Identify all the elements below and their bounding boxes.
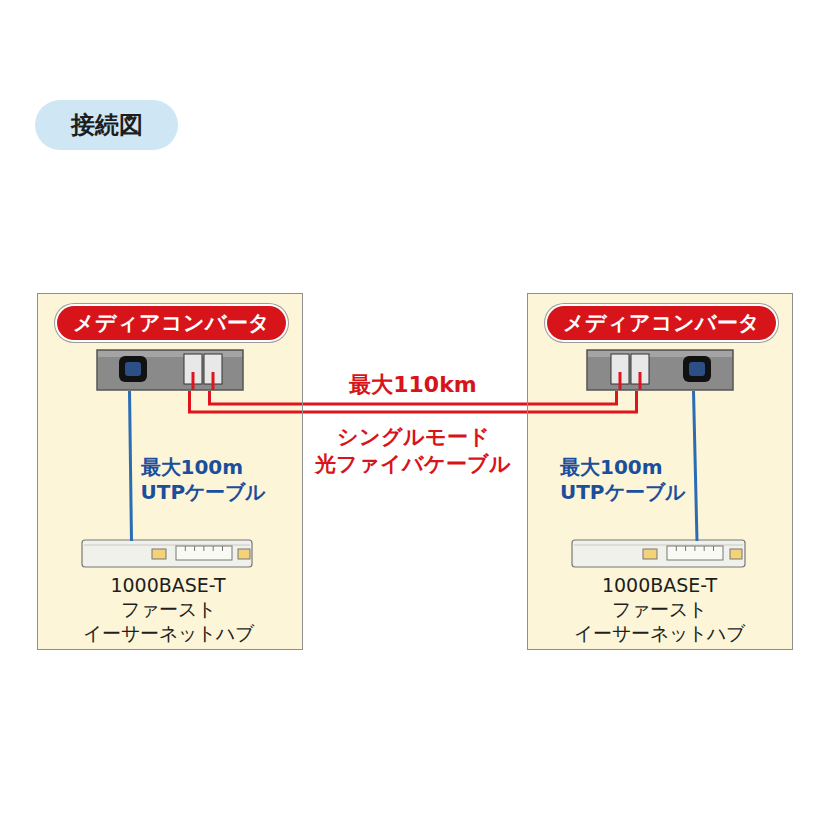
port-tick — [713, 546, 714, 551]
cable-label: 最大100m UTPケーブル — [560, 455, 685, 505]
port-tick — [185, 546, 186, 551]
hub-caption: 1000BASE-T ファースト イーサーネットハブ — [574, 573, 745, 645]
port-tick — [694, 546, 695, 551]
cable-strand — [210, 391, 617, 404]
utp-cable — [694, 391, 698, 541]
cable-strand — [694, 391, 698, 541]
port-tick — [685, 546, 686, 551]
media-converter: メディアコンバータ — [55, 306, 288, 391]
hub-caption: 1000BASE-T ファースト イーサーネットハブ — [83, 573, 254, 645]
ethernet-hub: 1000BASE-T ファースト イーサーネットハブ — [572, 541, 747, 649]
cable-strand — [130, 391, 132, 541]
port-tick — [203, 546, 204, 551]
port-tick — [676, 546, 677, 551]
hub-device — [82, 540, 252, 567]
cable-label: 最大100m UTPケーブル — [141, 455, 266, 505]
cable-strand — [190, 391, 637, 412]
port-tick — [704, 546, 705, 551]
port-tick — [194, 546, 195, 551]
media-converter: メディアコンバータ — [545, 306, 778, 391]
site-panel: メディアコンバータ 1000BASE-T ファースト イーサーネットハブ — [37, 293, 303, 650]
hub-port-ticks — [185, 546, 713, 551]
ethernet-hub: 1000BASE-T ファースト イーサーネットハブ — [81, 541, 256, 649]
fiber-cable — [190, 391, 637, 412]
panel-ground — [37, 293, 303, 650]
panel-ground — [527, 293, 793, 650]
port-tick — [213, 546, 214, 551]
title-badge: 接続図 — [35, 100, 178, 150]
cable-type-label: シングルモード 光ファイバケーブル — [315, 424, 511, 479]
site-panel: メディアコンバータ 1000BASE-T ファースト イーサーネットハブ — [527, 293, 793, 650]
converter-device — [587, 350, 733, 390]
utp-cable — [130, 391, 132, 541]
converter-device — [97, 350, 243, 390]
hub-device — [572, 540, 745, 567]
port-tick — [222, 546, 223, 551]
converter-label: メディアコンバータ — [57, 306, 286, 340]
converter-label: メディアコンバータ — [547, 306, 776, 340]
cable-label: 最大110km — [349, 371, 476, 399]
